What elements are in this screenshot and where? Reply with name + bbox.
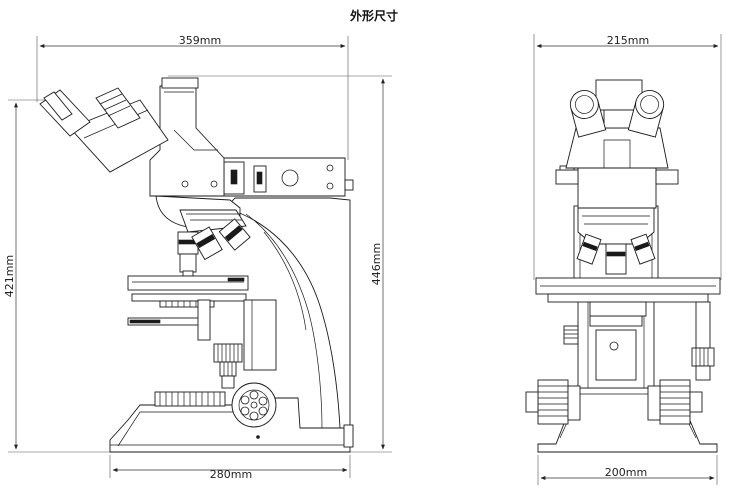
front-base-dimension: 200mm xyxy=(537,455,718,485)
drawing-title: 外形尺寸 xyxy=(350,8,398,23)
front-base-label: 200mm xyxy=(605,466,647,479)
side-height-label: 421mm xyxy=(3,255,16,297)
side-base-dimension: 280mm xyxy=(109,455,351,481)
side-width-dimension: 359mm xyxy=(36,34,349,160)
side-width-label: 359mm xyxy=(179,34,221,47)
side-overall-height-dimension: 446mm xyxy=(168,75,392,453)
side-microscope-body xyxy=(39,77,354,453)
side-height-dimension: 421mm xyxy=(3,99,110,453)
front-width-label: 215mm xyxy=(607,34,649,47)
front-view: 215mm 200mm xyxy=(525,34,722,485)
side-overall-height-label: 446mm xyxy=(370,243,383,285)
side-base-label: 280mm xyxy=(210,468,252,481)
front-width-dimension: 215mm xyxy=(533,34,722,280)
side-view: 359mm 421mm 446mm 280mm xyxy=(3,34,392,481)
front-microscope-body xyxy=(525,79,721,453)
